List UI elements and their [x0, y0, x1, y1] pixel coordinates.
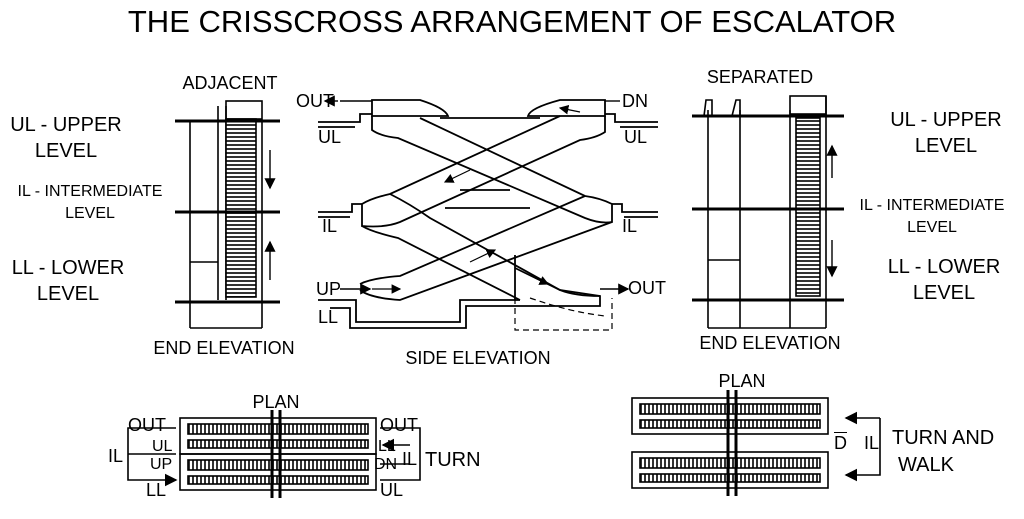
plan-left-ll-right: LL — [378, 438, 396, 455]
side-dn-top: DN — [622, 91, 648, 111]
side-ll-bottom: LL — [318, 307, 339, 327]
left-heading: ADJACENT — [182, 73, 278, 93]
side-elevation — [318, 95, 658, 331]
side-il-right: IL — [622, 216, 638, 236]
plan-right-il: IL — [864, 433, 880, 453]
left-legend-ll-level: LEVEL — [36, 283, 100, 305]
side-il-left: IL — [322, 216, 338, 236]
plan-left-ll-left: LL — [146, 480, 167, 500]
plan-left-il-left: IL — [108, 446, 124, 466]
right-legend-ll: LL - LOWER — [887, 256, 1001, 278]
right-caption: END ELEVATION — [699, 333, 841, 353]
plan-right-walk: WALK — [898, 454, 954, 476]
side-out-top: OUT — [296, 91, 334, 111]
plan-right-turn: TURN AND — [892, 427, 995, 449]
plan-left-out-right: OUT — [380, 415, 418, 435]
right-legend-il: IL - INTERMEDIATE — [859, 197, 1005, 214]
plan-left-heading: PLAN — [252, 392, 300, 412]
plan-left-dn-right: DN — [374, 456, 398, 473]
left-legend-ul-level: LEVEL — [34, 140, 98, 162]
side-up-bottom: UP — [316, 279, 342, 299]
plan-right — [631, 390, 881, 496]
plan-left-turn: TURN — [425, 449, 481, 471]
side-caption: SIDE ELEVATION — [405, 348, 551, 368]
side-out-bottom: OUT — [628, 278, 666, 298]
plan-left-il-right: IL — [402, 449, 418, 469]
adjacent-end-elevation — [175, 100, 280, 329]
right-legend-ul: UL - UPPER — [890, 109, 1002, 131]
side-ul-left: UL — [318, 127, 342, 147]
plan-left — [127, 410, 421, 498]
plan-left-out-left: OUT — [128, 415, 166, 435]
plan-right-d: D — [834, 433, 847, 453]
diagram-title: THE CRISSCROSS ARRANGEMENT OF ESCALATOR — [127, 4, 897, 39]
plan-left-up-left: UP — [150, 456, 173, 473]
left-legend-ll: LL - LOWER — [11, 257, 125, 279]
right-legend-ul-level: LEVEL — [914, 135, 978, 157]
left-caption: END ELEVATION — [153, 338, 295, 358]
plan-left-ul-left: UL — [152, 438, 173, 455]
right-legend-il-level: LEVEL — [907, 219, 957, 236]
side-ul-right: UL — [624, 127, 648, 147]
plan-left-ul-right: UL — [380, 480, 404, 500]
left-legend-il: IL - INTERMEDIATE — [17, 183, 163, 200]
right-legend-ll-level: LEVEL — [912, 282, 976, 304]
left-legend-il-level: LEVEL — [65, 205, 115, 222]
separated-end-elevation — [692, 95, 844, 329]
plan-right-heading: PLAN — [718, 371, 766, 391]
left-legend-ul: UL - UPPER — [10, 114, 122, 136]
right-heading: SEPARATED — [706, 67, 814, 87]
